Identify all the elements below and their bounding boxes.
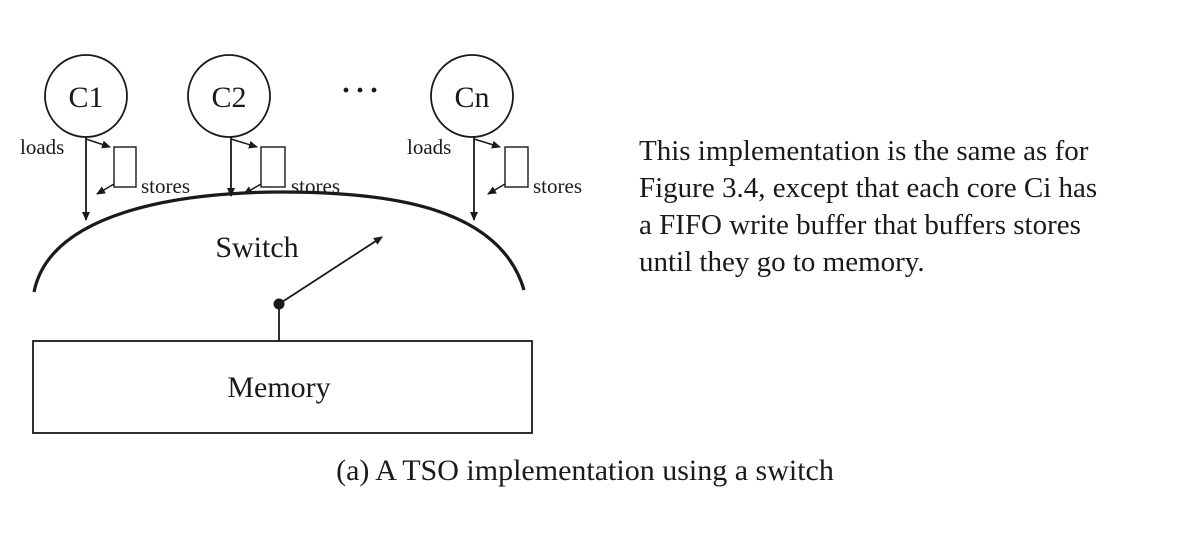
memory-label: Memory xyxy=(227,371,330,404)
core-c1-stores-label: stores xyxy=(141,174,190,198)
cores-ellipsis: ··· xyxy=(341,74,383,107)
switch-lever-arrow xyxy=(278,236,383,305)
core-c2: C2 stores xyxy=(187,54,340,198)
core-c2-store-in-arrow xyxy=(230,138,258,149)
core-c1-write-buffer xyxy=(113,146,137,188)
core-c1-loads-label: loads xyxy=(20,135,64,159)
core-cn-circle xyxy=(430,54,514,138)
core-c1-label: C1 xyxy=(68,81,103,114)
core-cn-store-in-arrow xyxy=(473,138,501,149)
switch-label: Switch xyxy=(215,231,298,264)
core-cn: Cn loads stores xyxy=(407,54,582,221)
core-cn-write-buffer xyxy=(504,146,529,188)
description-line: a FIFO write buffer that buffers stores xyxy=(639,209,1081,241)
memory-box xyxy=(32,340,533,434)
switch-arc xyxy=(32,190,526,293)
figure-description: This implementation is the same as for F… xyxy=(639,133,1169,281)
core-cn-store-out-arrow xyxy=(487,183,506,195)
core-cn-label: Cn xyxy=(454,81,489,114)
description-line: Figure 3.4, except that each core Ci has xyxy=(639,172,1098,204)
core-cn-stores-label: stores xyxy=(533,174,582,198)
core-c2-circle xyxy=(187,54,271,138)
core-cn-loads-label: loads xyxy=(407,135,451,159)
core-c1-store-out-arrow xyxy=(96,183,115,195)
description-line: This implementation is the same as for xyxy=(639,135,1089,167)
description-line: until they go to memory. xyxy=(639,246,925,278)
tso-diagram: C1 loads stores C2 stores ··· Cn loads s… xyxy=(20,54,582,434)
core-c2-write-buffer xyxy=(260,146,286,188)
core-c1: C1 loads stores xyxy=(20,54,190,221)
core-c1-store-in-arrow xyxy=(85,138,111,149)
figure-caption: (a) A TSO implementation using a switch xyxy=(336,454,834,487)
core-c2-label: C2 xyxy=(211,81,246,114)
